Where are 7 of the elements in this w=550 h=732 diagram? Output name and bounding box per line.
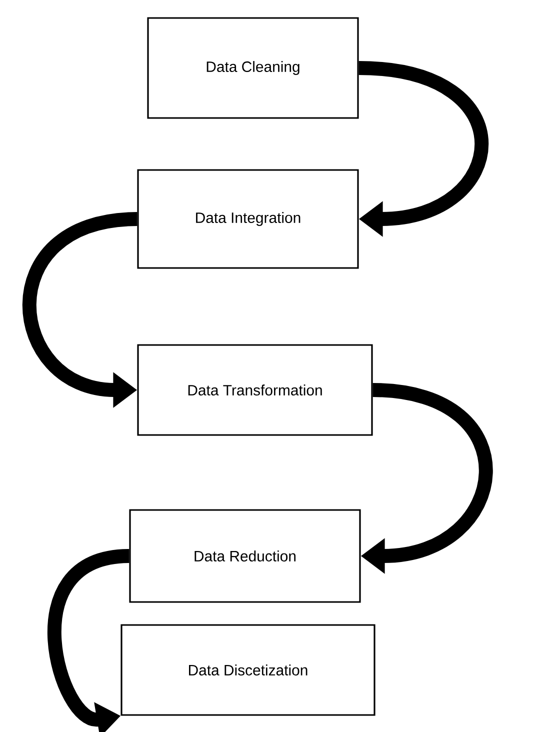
process-box: Data Cleaning	[147, 17, 359, 119]
process-box: Data Transformation	[137, 344, 373, 436]
curved-arrow	[48, 549, 130, 732]
process-box: Data Reduction	[129, 509, 361, 603]
process-box: Data Discetization	[120, 624, 376, 716]
curved-arrow	[358, 61, 488, 237]
process-box: Data Integration	[137, 169, 359, 269]
